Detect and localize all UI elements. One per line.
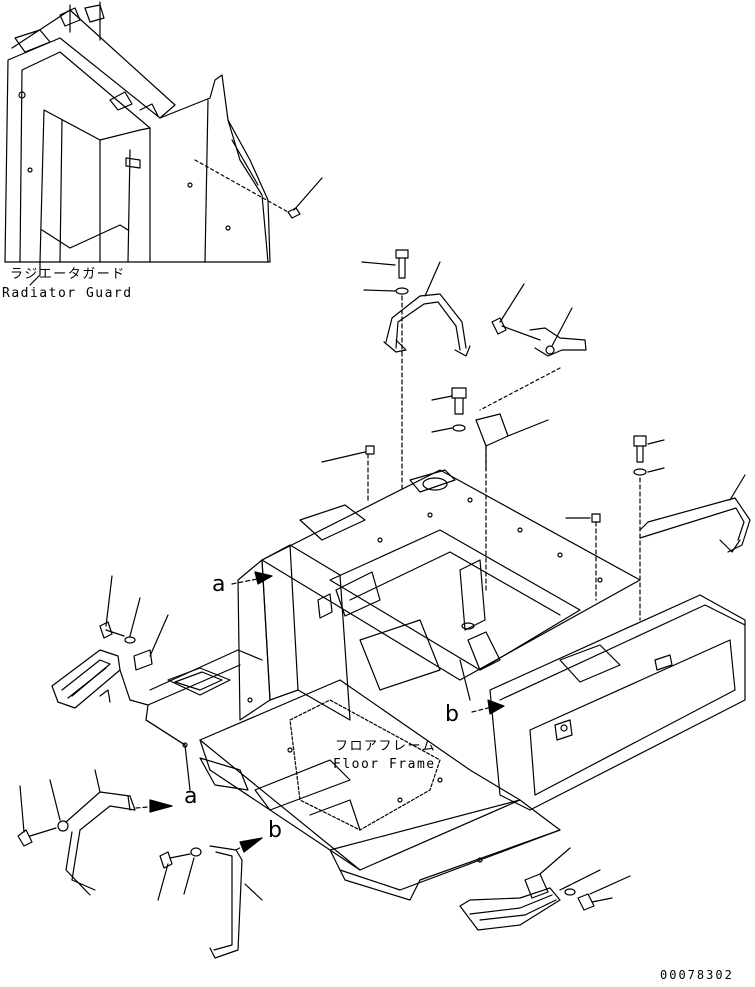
top-handrail-assembly xyxy=(321,249,751,621)
reference-b-bottom: b xyxy=(268,818,282,843)
handrail-a xyxy=(17,769,173,896)
floor-frame xyxy=(145,469,746,901)
left-step-assembly xyxy=(51,575,169,709)
floor-frame-label-jp: フロアフレーム xyxy=(335,739,437,754)
reference-a-left: a xyxy=(212,572,226,597)
radiator-guard-label-jp: ラジエータガード xyxy=(10,267,126,282)
right-step-assembly xyxy=(459,847,631,931)
reference-arrows xyxy=(231,571,505,715)
reference-a-bottom: a xyxy=(184,784,198,809)
radiator-guard xyxy=(4,1,323,286)
radiator-guard-label-en: Radiator Guard xyxy=(2,286,133,301)
reference-b-mid: b xyxy=(445,702,459,727)
floor-frame-label-en: Floor Frame xyxy=(333,757,436,772)
handrail-b xyxy=(157,837,263,959)
drawing-number: 00078302 xyxy=(660,968,734,982)
